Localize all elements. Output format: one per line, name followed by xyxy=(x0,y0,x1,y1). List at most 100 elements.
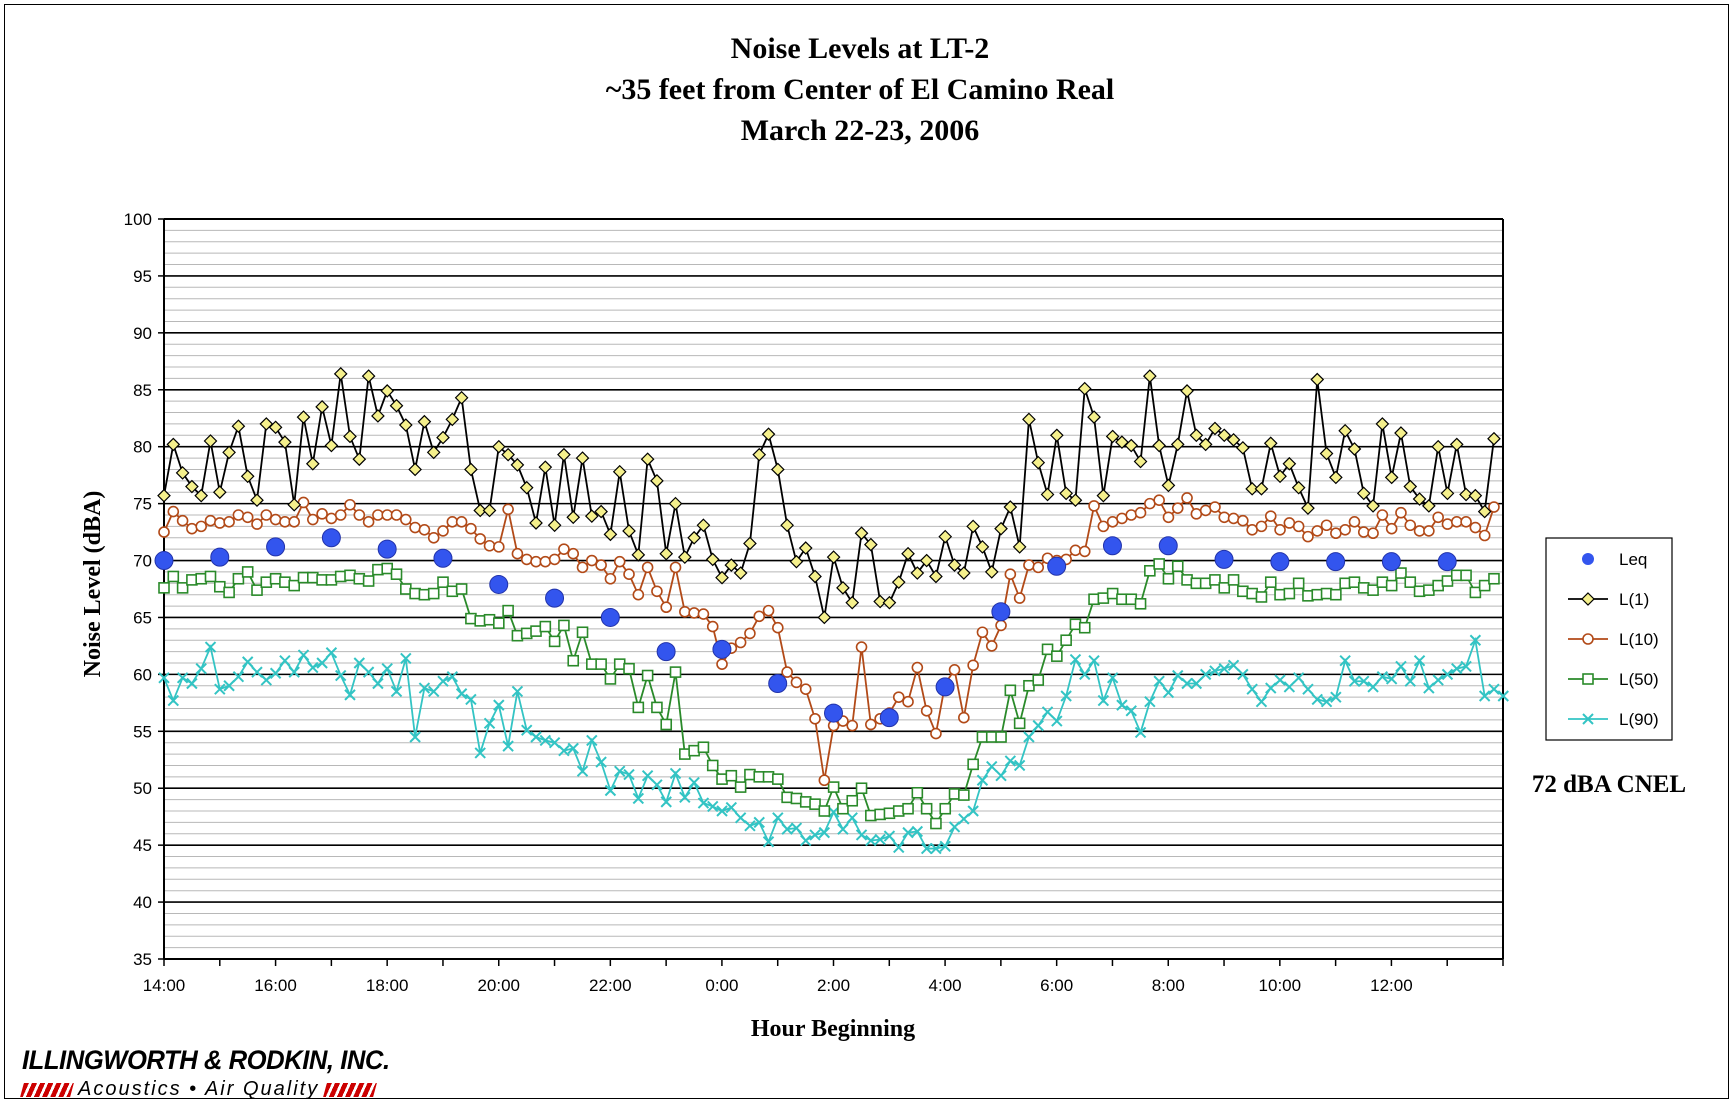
l10-point xyxy=(865,718,877,731)
legend-label: L(10) xyxy=(1619,630,1659,649)
l10-point xyxy=(809,712,821,725)
l1-point xyxy=(203,434,218,448)
l50-point xyxy=(632,701,645,714)
l10-point xyxy=(344,498,356,511)
l50-point xyxy=(204,570,217,583)
l90-point xyxy=(1348,675,1361,687)
legend-item-leq: Leq xyxy=(1582,550,1647,569)
l10-point xyxy=(1246,523,1258,536)
l1-point xyxy=(1059,486,1073,501)
series-l90 xyxy=(158,634,1509,855)
series-l50 xyxy=(158,558,1500,830)
l90-point xyxy=(1153,675,1165,687)
leq-point xyxy=(489,574,509,594)
l1-point xyxy=(743,536,757,551)
x-tick-label: 4:00 xyxy=(929,976,962,995)
l50-point xyxy=(1320,587,1333,600)
l10-point xyxy=(892,691,905,703)
l10-point xyxy=(316,508,328,520)
l10-point xyxy=(1181,492,1193,504)
l10-point xyxy=(362,516,375,528)
l10-point xyxy=(790,676,803,689)
leq-point xyxy=(824,703,843,723)
l10-point xyxy=(688,607,700,619)
l90-point xyxy=(893,841,905,854)
l50-point xyxy=(1367,584,1379,596)
l90-point xyxy=(511,685,524,698)
leq-point xyxy=(1437,552,1457,572)
l90-point xyxy=(1404,675,1416,687)
l10-point xyxy=(474,533,487,545)
l90-point xyxy=(251,666,263,678)
l90-point xyxy=(1097,694,1110,707)
l50-point xyxy=(1283,587,1296,600)
l1-point xyxy=(1338,423,1353,438)
l50-point xyxy=(1582,673,1594,685)
leq-point xyxy=(154,551,174,571)
l50-point xyxy=(651,701,663,714)
l1-point xyxy=(584,509,599,523)
l1-point xyxy=(1245,481,1260,496)
x-tick-label: 12:00 xyxy=(1370,976,1413,995)
l50-point xyxy=(697,741,710,754)
l10-point xyxy=(1125,509,1138,521)
l10-point xyxy=(176,514,189,527)
l50-point xyxy=(827,781,840,793)
l90-point xyxy=(902,826,914,839)
l1-point xyxy=(1384,470,1399,485)
l10-point xyxy=(976,626,989,639)
l1-point xyxy=(1003,500,1018,514)
l1-point xyxy=(715,570,729,585)
l1-point xyxy=(240,469,255,484)
l10-point xyxy=(167,505,180,518)
cnel-annotation: 72 dBA CNEL xyxy=(1532,771,1686,798)
l1-point xyxy=(501,447,515,462)
l90-point xyxy=(558,744,570,757)
l50-point xyxy=(400,583,412,595)
l90-point xyxy=(1432,674,1444,686)
l1-point xyxy=(826,550,841,564)
l10-point xyxy=(530,555,542,568)
l10-point xyxy=(1311,525,1324,537)
l1-point xyxy=(845,595,860,610)
l90-point xyxy=(493,699,505,711)
l90-point xyxy=(1311,693,1323,706)
l10-point xyxy=(902,695,914,708)
l10-point xyxy=(511,547,524,560)
l90-point xyxy=(372,677,384,690)
l10-point xyxy=(307,513,319,526)
l90-point xyxy=(1069,653,1082,666)
l10-point xyxy=(381,509,394,521)
l1-point xyxy=(650,473,664,488)
l10-point xyxy=(1302,530,1314,543)
l1-point xyxy=(547,518,562,533)
y-tick-label: 55 xyxy=(133,722,152,741)
l50-point xyxy=(613,658,626,670)
l90-point xyxy=(716,805,728,817)
leq-point xyxy=(1270,552,1290,572)
l90-point xyxy=(930,842,942,855)
l50-point xyxy=(1051,650,1063,662)
l1-point xyxy=(1319,446,1334,461)
l50-point xyxy=(251,584,263,596)
l50-point xyxy=(1264,576,1277,588)
l90-point xyxy=(1013,759,1026,772)
l10-point xyxy=(260,509,273,521)
series-leq xyxy=(154,528,1457,728)
y-tick-label: 90 xyxy=(133,324,152,343)
l10-point xyxy=(1460,516,1472,528)
l50-point xyxy=(1376,576,1389,588)
leq-point xyxy=(1102,536,1122,556)
l90-point xyxy=(1051,715,1063,727)
l1-point xyxy=(436,430,450,445)
l10-point xyxy=(1274,523,1286,536)
x-tick-label: 0:00 xyxy=(705,976,738,995)
l50-point xyxy=(865,809,877,822)
l90-point xyxy=(744,820,756,832)
l50-point xyxy=(976,731,989,743)
l50-point xyxy=(1181,574,1193,586)
l1-point xyxy=(696,518,711,533)
l90-point xyxy=(1144,696,1156,708)
l90-point xyxy=(604,784,617,797)
l50-point xyxy=(902,802,914,815)
